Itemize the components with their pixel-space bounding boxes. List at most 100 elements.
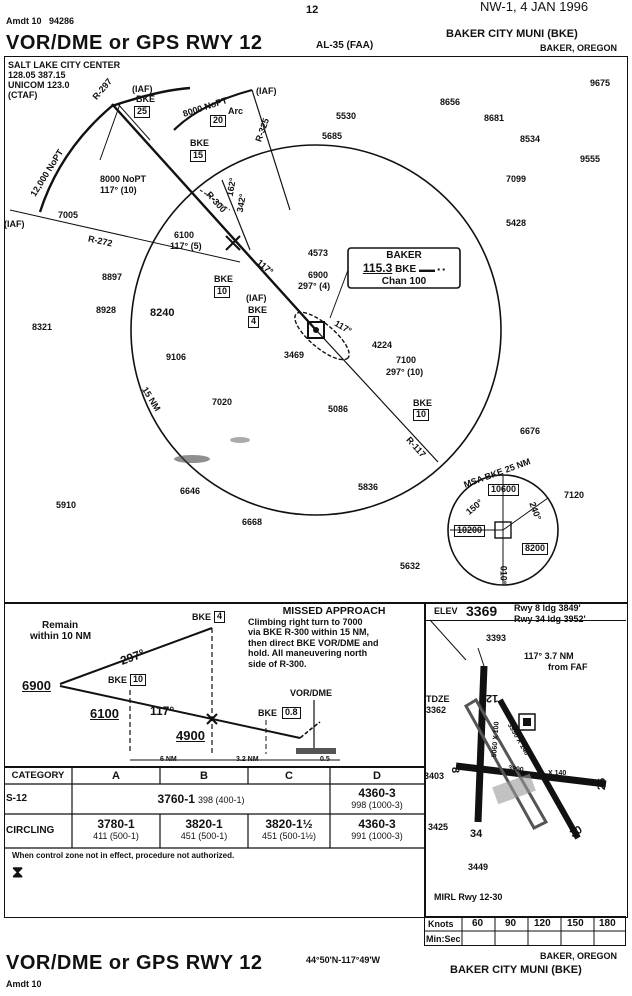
radial-r117 — [315, 329, 439, 463]
range-ring-15nm — [130, 144, 502, 516]
minima-s12-abc-sub: 398 (400-1) — [197, 795, 245, 805]
iaf-northeast: (IAF) — [256, 86, 277, 96]
missed-line-3: then direct BKE VOR/DME and — [248, 637, 379, 648]
elev-4224: 4224 — [372, 340, 393, 350]
elev-5910: 5910 — [56, 500, 77, 510]
comm-line-2: 128.05 387.15 — [8, 70, 66, 80]
dme-box-4: 4 — [248, 316, 260, 328]
elev-3425: 3425 — [428, 822, 449, 832]
elev-7099: 7099 — [506, 174, 527, 184]
holding-pattern — [294, 311, 350, 361]
minima-circ-b-sub: 451 (500-1) — [180, 831, 228, 841]
faf-note-1: 117° 3.7 NM — [524, 651, 574, 661]
arc-word: Arc — [228, 106, 244, 116]
minima-circ-a-value: 3780-1 — [97, 817, 135, 831]
nopt-line — [99, 103, 121, 161]
hourglass-icon: ⧗ — [12, 864, 24, 881]
footer-location: BAKER, OREGON — [540, 951, 618, 961]
minima-col-d: D — [373, 770, 381, 782]
tdze-label: TDZE — [426, 694, 450, 704]
elev-6646: 6646 — [180, 486, 201, 496]
dme-box-20: 20 — [210, 115, 227, 127]
airport-name: BAKER CITY MUNI (BKE) — [446, 28, 578, 40]
minima-s12-d-sub: 998 (1000-3) — [351, 800, 403, 810]
nopt-crs: 117° (10) — [100, 185, 137, 195]
knots-120: 120 — [534, 918, 551, 929]
elev-row — [424, 602, 626, 621]
minima-col-c: C — [285, 770, 293, 782]
knots-180: 180 — [599, 918, 616, 929]
elev-9555: 9555 — [580, 154, 601, 164]
profile-bke08: BKE — [258, 708, 278, 718]
minima-circ-d-value: 4360-3 — [358, 817, 396, 831]
elev-8928: 8928 — [96, 305, 117, 315]
missed-title: MISSED APPROACH — [282, 605, 386, 617]
elev-8897: 8897 — [102, 272, 123, 282]
elev-5086: 5086 — [328, 404, 349, 414]
minima-circling-label: CIRCLING — [6, 825, 55, 836]
minima-circ-b-value: 3820-1 — [185, 817, 223, 831]
nopt-8000: 8000 NoPT — [100, 174, 147, 184]
navaid-morse: ▬▬ ▪ ▪ — [418, 265, 446, 274]
plan-view-frame — [4, 56, 628, 604]
edition-date: NW-1, 4 JAN 1996 — [480, 0, 589, 14]
navaid-box-outline — [347, 247, 461, 289]
profile-outbound — [59, 627, 213, 685]
iaf-west: (IAF) — [4, 219, 25, 229]
footer-airport: BAKER CITY MUNI (BKE) — [450, 964, 582, 976]
dme-box-10a: 10 — [214, 286, 231, 298]
msa-sector-west: 10200 — [454, 525, 486, 537]
missed-line-2: via BKE R-300 within 15 NM, — [248, 627, 370, 637]
profile-alt6900: 6900 — [22, 678, 51, 693]
profile-05: 0.5 — [320, 756, 330, 763]
fix-6900: 6900 — [308, 270, 329, 280]
profile-frame — [4, 602, 426, 768]
comm-line-3: UNICOM 123.0 — [8, 80, 70, 90]
navaid-box: BAKER 115.3 BKE ▬▬ ▪ ▪ Chan 100 — [350, 250, 458, 288]
elev-5530: 5530 — [336, 111, 357, 121]
profile-alt6100: 6100 — [90, 706, 119, 721]
iaf-north: (IAF) — [132, 84, 153, 94]
procedure-title: VOR/DME or GPS RWY 12 — [6, 32, 263, 54]
chart-id: AL-35 (FAA) — [316, 40, 374, 51]
missed-line-4: hold. All maneuvering north — [248, 648, 368, 658]
knots-60: 60 — [472, 918, 484, 929]
bke-label-15: BKE — [190, 138, 210, 148]
minima-category-header: CATEGORY — [11, 770, 65, 781]
footer-title: VOR/DME or GPS RWY 12 — [6, 952, 263, 974]
minima-s12-label: S-12 — [6, 793, 28, 804]
footer-amdt: Amdt 10 — [6, 979, 42, 989]
elev-7120: 7120 — [564, 490, 585, 500]
elev-9675: 9675 — [590, 78, 611, 88]
elev-value: 3369 — [466, 603, 498, 619]
minima-circ-c-value: 3820-1½ — [265, 817, 313, 831]
elev-label: ELEV — [434, 606, 458, 616]
minima-s12-abc-value: 3760-1 — [157, 792, 195, 806]
elev-8656: 8656 — [440, 97, 461, 107]
profile-box4: 4 — [214, 611, 226, 623]
minima-col-a: A — [112, 770, 120, 782]
minima-circ-d-sub: 991 (1000-3) — [351, 831, 403, 841]
fix-117-5: 117° (5) — [170, 241, 202, 251]
profile-bke4: BKE — [192, 612, 212, 622]
elev-6668: 6668 — [242, 517, 263, 527]
runway-12-30 — [474, 665, 488, 823]
elev-3403: 3403 — [424, 771, 445, 781]
msa-sector-north: 10600 — [488, 484, 520, 496]
profile-box08: 0.8 — [282, 707, 301, 719]
fix-297-4: 297° (4) — [298, 281, 331, 291]
rwy8-landing: Rwy 8 ldg 3849' — [514, 603, 581, 613]
airport-diagram-frame — [424, 602, 628, 918]
fix-7100: 7100 — [396, 355, 417, 365]
profile-32nm: 3.2 NM — [236, 756, 259, 763]
faf-note-2: from FAF — [548, 662, 588, 672]
dme-box-25: 25 — [134, 106, 151, 118]
footer-coords: 44°50'N-117°49'W — [306, 955, 381, 965]
knots-150: 150 — [567, 918, 584, 929]
dme-box-15: 15 — [190, 150, 207, 162]
vor-symbol — [307, 321, 325, 339]
